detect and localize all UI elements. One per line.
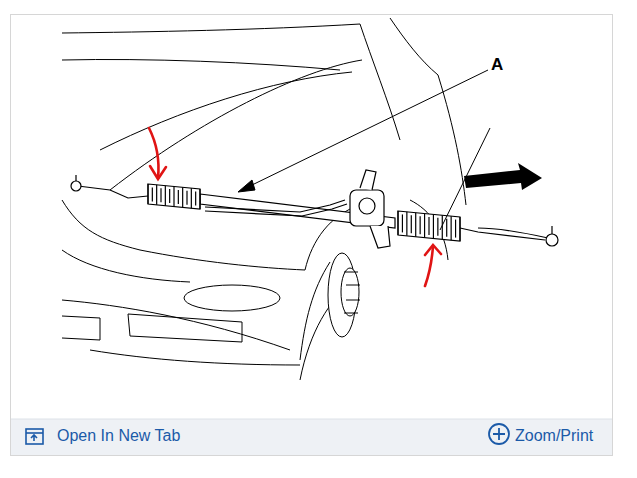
car-body: [90, 350, 300, 365]
car-body: [62, 250, 190, 282]
right-boot: [424, 214, 425, 238]
fog-light: [184, 285, 280, 311]
left-tie-rod-end: [71, 181, 81, 191]
right-tie-rod-end: [546, 234, 558, 246]
right-boot: [415, 213, 416, 237]
car-body: [140, 250, 305, 270]
pinion-housing: [350, 190, 384, 226]
left-boot: [165, 186, 166, 206]
brake-hub: [346, 285, 360, 286]
steering-rack: [360, 170, 376, 190]
car-body: [62, 59, 340, 70]
car-body: [62, 24, 360, 33]
toolbar-link: Zoom/Print: [515, 427, 593, 445]
car-body: [300, 262, 330, 360]
leader-line: [238, 180, 255, 192]
open-tab-icon: [26, 429, 43, 444]
right-boot: [411, 215, 412, 233]
car-body: [390, 18, 438, 75]
red-marker-arrow: [425, 245, 441, 286]
frame: [11, 15, 613, 456]
steering-rack: [75, 175, 76, 181]
left-boot: [152, 187, 153, 201]
left-boot: [186, 191, 187, 205]
toolbar-link: Open In New Tab: [57, 427, 180, 445]
car-body: [110, 60, 362, 190]
red-marker-arrow: [149, 128, 166, 179]
zoom-icon: [489, 424, 509, 444]
open-tab-icon: [26, 429, 43, 444]
right-boot: [397, 211, 398, 235]
steering-rack: [359, 198, 375, 214]
red-marker-arrow: [150, 166, 166, 179]
steering-rack: [478, 228, 548, 238]
direction-arrow: [464, 163, 542, 190]
brake-hub: [344, 272, 358, 273]
brake-hub: [328, 253, 360, 337]
right-boot: [398, 211, 460, 241]
left-boot: [195, 192, 196, 206]
red-marker-arrow: [425, 245, 441, 255]
lower-grille: [128, 314, 242, 342]
left-boot: [147, 184, 148, 204]
side-grille: [62, 316, 100, 340]
right-boot: [398, 211, 460, 241]
callout-letter: A: [491, 55, 503, 75]
brake-hub: [346, 300, 360, 301]
car-body: [100, 72, 352, 150]
steering-rack: [370, 226, 390, 248]
left-tie-rod: [78, 186, 148, 198]
right-boot: [433, 214, 434, 238]
left-boot: [148, 184, 200, 209]
left-boot: [156, 185, 157, 205]
open-tab-icon: [31, 435, 37, 441]
steering-rack: [551, 226, 552, 234]
brake-hub: [341, 268, 359, 316]
left-boot: [191, 188, 192, 208]
left-boot: [178, 190, 179, 204]
toolbar-divider: [11, 419, 612, 420]
car-body: [62, 18, 466, 380]
right-boot: [402, 214, 403, 232]
fluid-pipe: [205, 200, 345, 212]
leader-line: [238, 70, 488, 192]
open-tab-icon: [26, 432, 43, 434]
left-boot: [160, 188, 161, 202]
right-boot: [428, 217, 429, 235]
right-boot: [406, 212, 407, 236]
brake-hub: [344, 313, 358, 314]
zoom-icon: [493, 428, 505, 440]
left-boot: [173, 187, 174, 207]
toolbar-bar: [11, 419, 612, 455]
steering-rack: [205, 204, 347, 216]
zoom-icon: [489, 424, 509, 444]
right-boot: [451, 216, 452, 240]
leader-line: [250, 70, 488, 186]
right-boot: [420, 216, 421, 234]
right-boot: [459, 217, 460, 241]
car-body: [410, 200, 448, 260]
car-body: [62, 300, 290, 350]
left-boot: [199, 189, 200, 209]
car-body: [62, 200, 140, 250]
left-boot: [148, 184, 200, 209]
right-boot: [455, 220, 456, 238]
right-boot: [437, 218, 438, 236]
left-boot: [182, 187, 183, 207]
right-boot: [446, 219, 447, 237]
left-boot: [169, 189, 170, 203]
